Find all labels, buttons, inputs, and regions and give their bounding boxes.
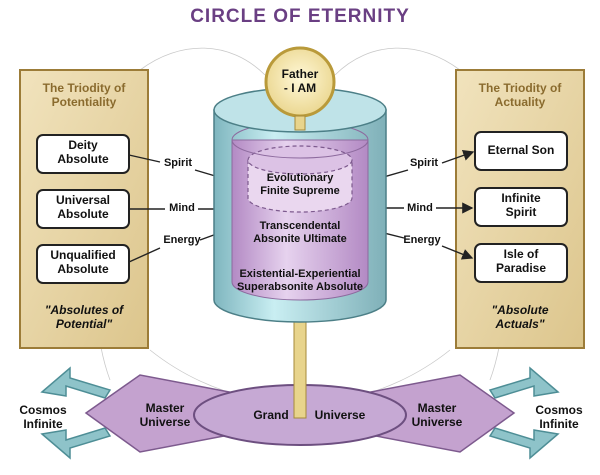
isle-of-paradise-box xyxy=(474,243,568,283)
cosmos-infinite-left-label: Cosmos Infinite xyxy=(19,403,67,431)
cosmos-arrows xyxy=(40,366,560,460)
isle-of-paradise-label: Isle of Paradise xyxy=(495,247,547,275)
supreme-band xyxy=(247,160,353,213)
infinite-spirit-box xyxy=(474,187,568,227)
grand-label: Grand xyxy=(253,408,289,422)
cylinder-stem xyxy=(293,317,307,419)
unqualified-absolute-box xyxy=(36,244,130,284)
master-universe-right-label: Master Universe xyxy=(411,401,463,429)
right-mind-label: Mind xyxy=(407,202,433,214)
right-panel-title: The Triodity of Actuality xyxy=(478,81,562,109)
right-panel-caption: "Absolute Actuals" xyxy=(491,303,549,331)
universal-absolute-label: Universal Absolute xyxy=(55,193,111,221)
universe-label: Universe xyxy=(314,408,366,422)
unqualified-absolute-label: Unqualified Absolute xyxy=(50,248,116,276)
supreme-band-top xyxy=(247,145,353,175)
band-supreme-label: Evolutionary Finite Supreme xyxy=(260,172,340,197)
left-energy-label: Energy xyxy=(163,234,201,246)
right-spirit-label: Spirit xyxy=(409,157,439,169)
diagram-title: CIRCLE OF ETERNITY xyxy=(190,6,410,27)
eternal-son-box xyxy=(474,131,568,171)
father-label: Father - I AM xyxy=(281,67,319,95)
left-spirit-label: Spirit xyxy=(163,157,193,169)
master-universe-left-label: Master Universe xyxy=(139,401,191,429)
eternal-son-label: Eternal Son xyxy=(487,143,555,157)
infinite-spirit-label: Infinite Spirit xyxy=(501,191,541,219)
left-panel-caption: "Absolutes of Potential" xyxy=(44,303,124,331)
band-absolute-label: Existential-Experiential Superabsonite A… xyxy=(236,268,364,293)
right-energy-label: Energy xyxy=(403,234,441,246)
deity-absolute-box xyxy=(36,134,130,174)
father-stem xyxy=(294,115,306,131)
left-panel-title: The Triodity of Potentiality xyxy=(42,81,126,109)
deity-absolute-label: Deity Absolute xyxy=(57,138,109,166)
cosmos-infinite-right-label: Cosmos Infinite xyxy=(535,403,583,431)
band-ultimate-label: Transcendental Absonite Ultimate xyxy=(253,220,347,245)
left-mind-label: Mind xyxy=(169,202,195,214)
